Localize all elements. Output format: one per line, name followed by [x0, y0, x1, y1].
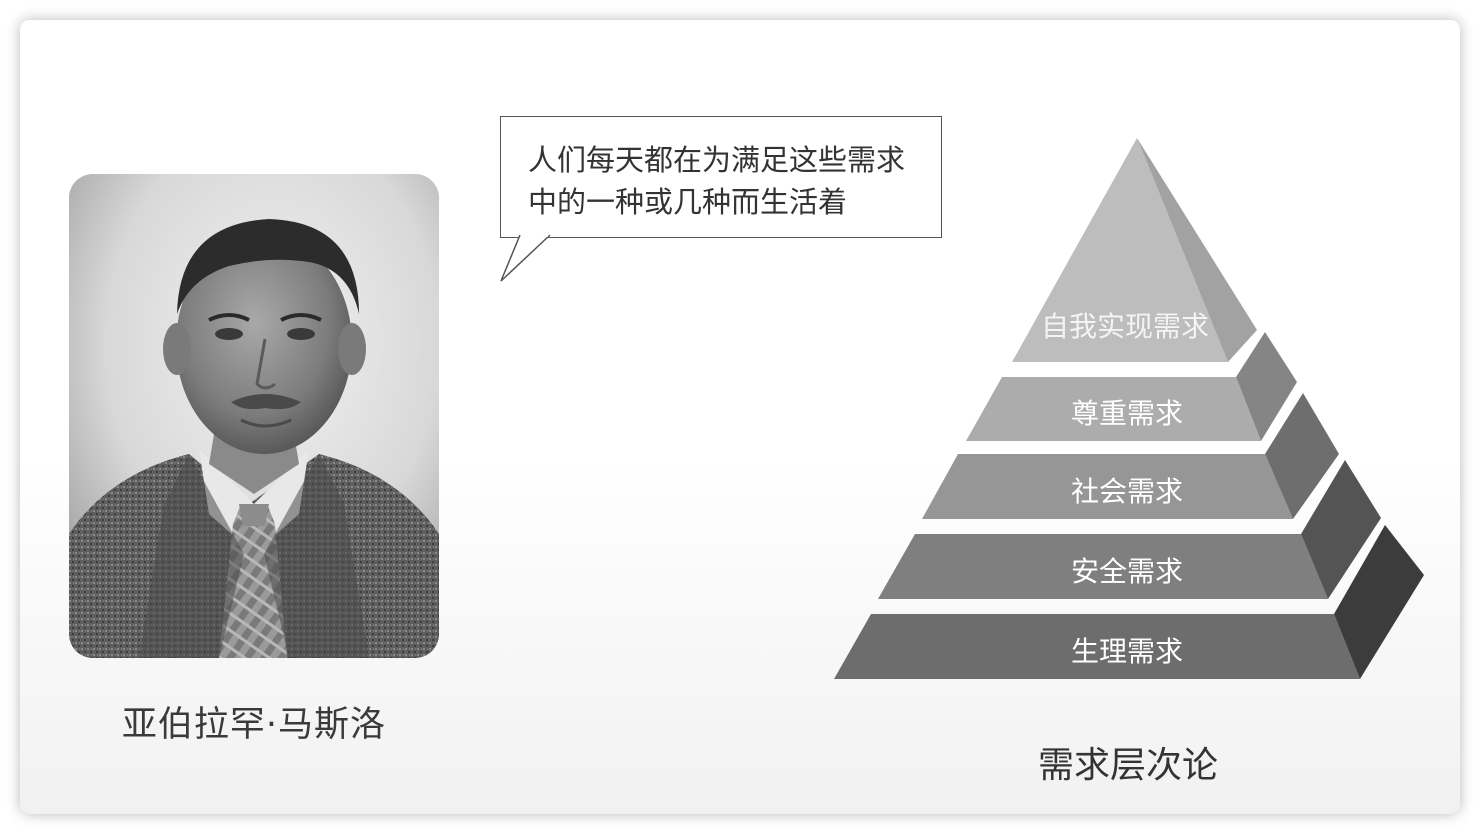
pyramid-tier-2-front [966, 377, 1261, 441]
pyramid-label-esteem: 尊重需求 [1070, 397, 1183, 430]
quote-line-1: 人们每天都在为满足这些需求 [528, 143, 906, 177]
quote-line-2: 中的一种或几种而生活着 [528, 185, 848, 219]
pyramid-tier-3-side [1265, 393, 1339, 519]
speech-bubble [500, 116, 942, 238]
slide-canvas: 亚伯拉罕·马斯洛 人们每天都在为满足这些需求 中的一种或几种而生活着 自我实现需… [20, 20, 1460, 814]
pyramid-tier-4-side [1301, 460, 1381, 599]
pyramid-label-social: 社会需求 [1070, 475, 1183, 508]
pyramid-tier-3-front [922, 454, 1293, 519]
pyramid-label-physiological: 生理需求 [1070, 635, 1183, 668]
pyramid-label-self-actualization: 自我实现需求 [1040, 310, 1209, 343]
pyramid-title: 需求层次论 [1037, 745, 1218, 786]
pyramid-tier-1-front [1012, 138, 1228, 362]
needs-pyramid [834, 138, 1424, 679]
pyramid-tier-5-side [1334, 525, 1424, 679]
person-name-caption: 亚伯拉罕·马斯洛 [121, 705, 387, 745]
pyramid-tier-1-side [1137, 138, 1257, 362]
pyramid-tier-2-side [1236, 332, 1297, 441]
portrait-photo [69, 174, 439, 658]
quote-text: 人们每天都在为满足这些需求 中的一种或几种而生活着 [528, 139, 938, 223]
pyramid-tier-4-front [878, 534, 1328, 599]
pyramid-tier-5-front [834, 614, 1360, 679]
speech-bubble-tail [500, 234, 551, 282]
pyramid-label-safety: 安全需求 [1070, 555, 1183, 588]
